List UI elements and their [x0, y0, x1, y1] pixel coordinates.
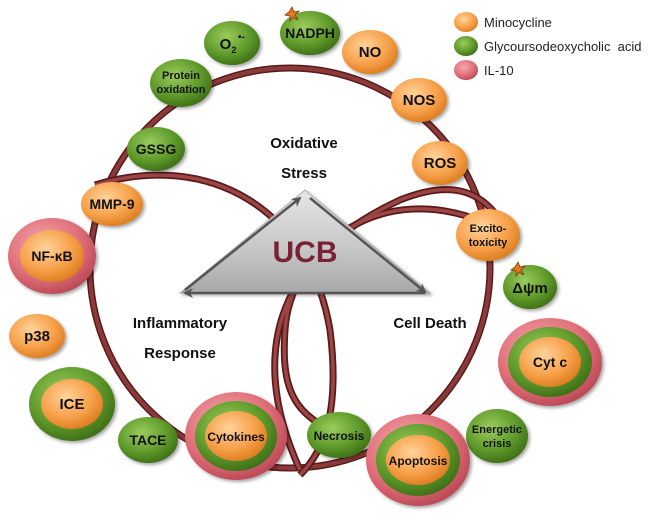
legend-label-glycoursodeoxycholic-acid: Glycoursodeoxycholic acid: [484, 39, 642, 54]
node-cytc: Cyt c: [498, 318, 602, 406]
node-gssg-label: GSSG: [136, 141, 177, 157]
node-p38: p38: [9, 314, 65, 358]
node-cytc-label: Cyt c: [533, 354, 567, 370]
node-apoptosis: Apoptosis: [366, 414, 470, 506]
node-necrosis-label: Necrosis: [314, 429, 365, 443]
svg-text:O2: O2: [220, 36, 237, 55]
node-no: NO: [342, 30, 398, 74]
node-tace-label: TACE: [129, 432, 166, 448]
node-tace: TACE: [118, 417, 178, 463]
node-no-label: NO: [359, 44, 382, 61]
node-nfkb: NF-κB: [8, 218, 96, 294]
label-inflammatory-2: Response: [144, 345, 216, 362]
label-cell-death: Cell Death: [393, 315, 466, 332]
center-label: UCB: [273, 236, 338, 269]
node-nadph: NADPH: [280, 6, 340, 55]
legend-label-minocycline: Minocycline: [484, 15, 552, 30]
node-nos-label: NOS: [403, 92, 436, 109]
node-nos: NOS: [391, 78, 447, 122]
label-oxidative-1: Oxidative: [270, 135, 338, 152]
label-oxidative-2: Stress: [281, 165, 327, 182]
node-energetic-line1: Energetic: [472, 424, 522, 436]
node-nadph-label: NADPH: [285, 25, 335, 41]
node-p38-label: p38: [24, 328, 50, 345]
node-dpsi-label: Δψm: [512, 280, 547, 297]
node-mmp9: MMP-9: [81, 182, 143, 226]
node-ice: ICE: [29, 367, 115, 441]
node-gssg: GSSG: [127, 127, 185, 171]
node-delta-psi-m: Δψm: [503, 261, 557, 309]
legend: Minocycline Glycoursodeoxycholic acid IL…: [454, 12, 642, 80]
legend-item-minocycline: Minocycline: [454, 12, 552, 32]
node-protein-line1: Protein: [162, 70, 200, 82]
node-cytokines: Cytokines: [185, 392, 287, 480]
node-cytokines-label: Cytokines: [207, 430, 265, 444]
node-nfkb-label: NF-κB: [31, 248, 72, 264]
legend-item-glycoursodeoxycholic-acid: Glycoursodeoxycholic acid: [454, 36, 642, 56]
node-excito-line2: toxicity: [469, 237, 508, 249]
node-o2-label: O: [220, 36, 232, 53]
node-protein-line2: oxidation: [157, 84, 206, 96]
node-necrosis: Necrosis: [307, 412, 371, 458]
node-ros-label: ROS: [424, 155, 457, 172]
label-inflammatory-1: Inflammatory: [133, 315, 228, 332]
node-o2-sub: 2: [231, 45, 236, 55]
legend-label-il10: IL-10: [484, 63, 514, 78]
node-o2: O2 •-: [204, 21, 260, 65]
node-energetic-crisis: Energetic crisis: [466, 409, 528, 463]
node-ice-label: ICE: [59, 396, 84, 413]
legend-item-il10: IL-10: [454, 60, 514, 80]
node-energetic-line2: crisis: [483, 438, 512, 450]
burst-icon: [284, 6, 301, 23]
node-apoptosis-label: Apoptosis: [389, 454, 448, 468]
node-protein-oxidation: Protein oxidation: [150, 59, 212, 107]
node-excitotoxicity: Excito- toxicity: [456, 209, 520, 261]
node-excito-line1: Excito-: [470, 223, 507, 235]
node-mmp9-label: MMP-9: [89, 196, 134, 212]
node-o2-sup: •-: [238, 32, 245, 43]
node-ros: ROS: [412, 141, 468, 185]
burst-icon: [510, 261, 527, 278]
